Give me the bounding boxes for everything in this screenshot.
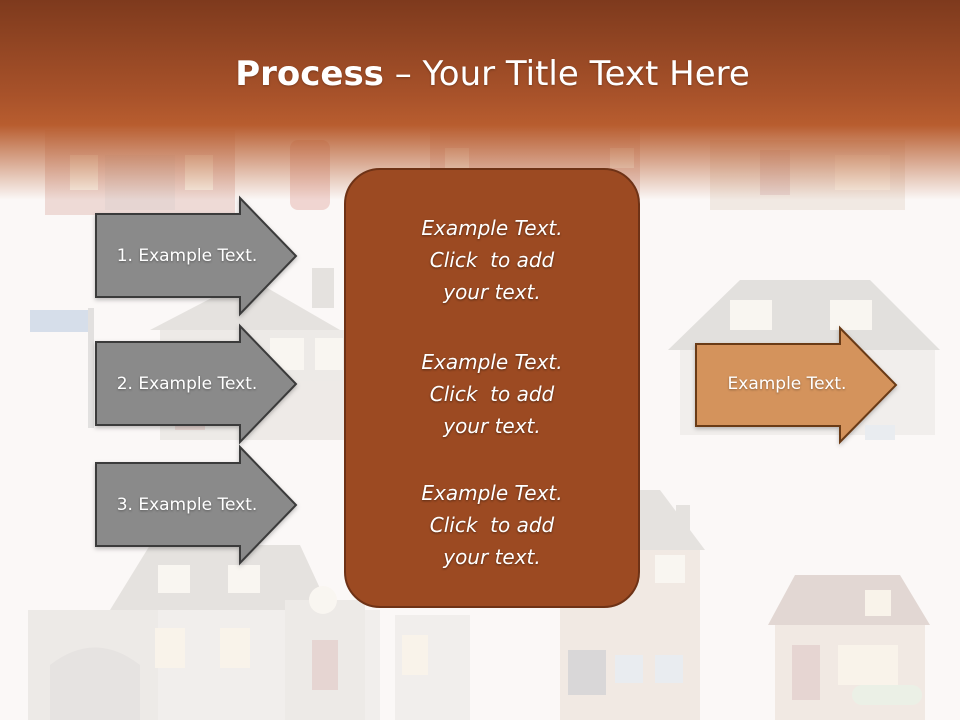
title-rest: – Your Title Text Here [383,54,750,94]
step-1-label: 1. Example Text. [116,246,258,266]
title-band [0,0,960,200]
center-block-2-line-2: Click to add [429,382,555,406]
center-block-3-line-3: your text. [443,545,541,569]
center-block-2-line-3: your text. [443,414,541,438]
center-block-1-line-3: your text. [443,280,541,304]
center-block-1-line-1: Example Text. [421,216,563,240]
right-step-arrow[interactable] [695,325,898,445]
right-step-label: Example Text. [727,374,847,394]
step-2-label: 2. Example Text. [116,374,258,394]
title-bold: Process [235,54,384,94]
center-block-3-line-1: Example Text. [421,481,563,505]
center-block-2-line-1: Example Text. [421,350,563,374]
slide-title: Process – Your Title Text Here [0,52,960,96]
step-3-label: 3. Example Text. [116,495,258,515]
center-block-3[interactable]: Example Text. Click to add your text. [344,477,640,573]
step-2-arrow[interactable] [95,323,298,445]
center-block-1[interactable]: Example Text. Click to add your text. [344,212,640,308]
center-block-1-line-2: Click to add [429,248,555,272]
center-text-box[interactable] [344,168,640,608]
step-1-arrow[interactable] [95,195,298,317]
center-block-3-line-2: Click to add [429,513,555,537]
center-block-2[interactable]: Example Text. Click to add your text. [344,346,640,442]
step-3-arrow[interactable] [95,444,298,566]
